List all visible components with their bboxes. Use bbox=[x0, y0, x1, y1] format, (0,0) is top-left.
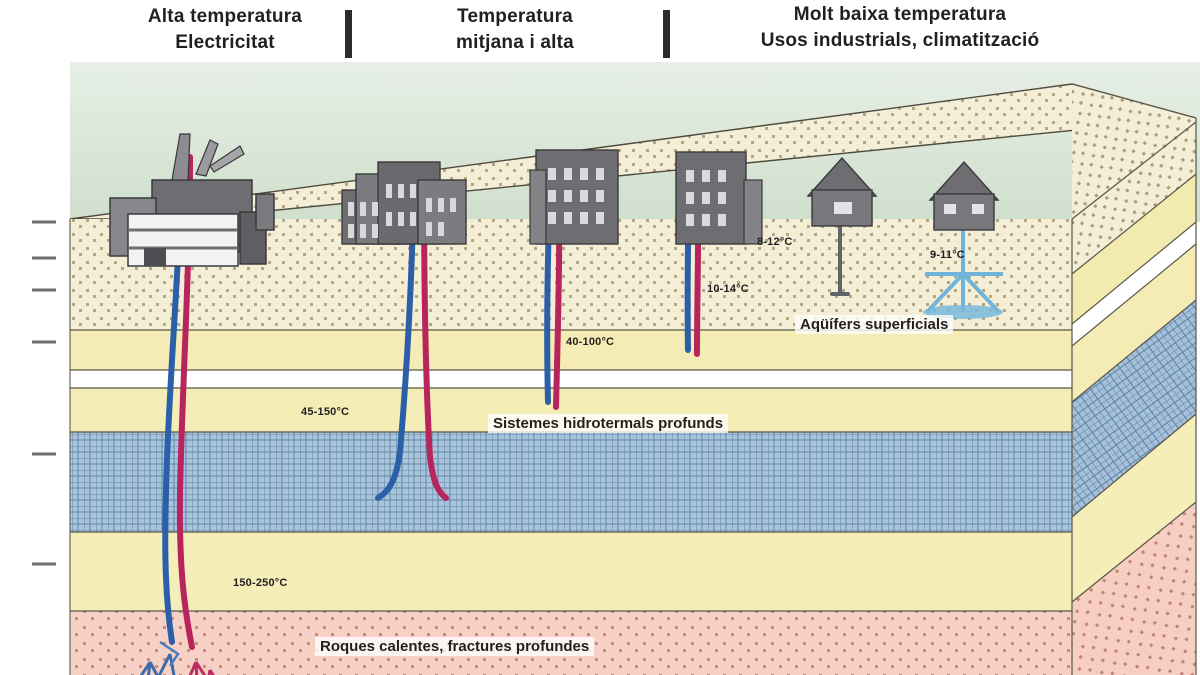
temperature-label-shallow-house-vertical: 8-12°C bbox=[757, 236, 793, 248]
temperature-label-hot-rock: 150-250°C bbox=[233, 577, 288, 589]
header-line-1: Molt baixa temperatura bbox=[793, 4, 1007, 25]
header-column-medium-temperature: Temperatura mitjana i alta bbox=[400, 4, 630, 56]
header-line-1: Temperatura bbox=[457, 6, 573, 27]
layer-label-aquifer: Aqüífers superficials bbox=[795, 315, 954, 334]
layer-label-hot-rocks: Roques calentes, fractures profundes bbox=[315, 637, 595, 656]
header-column-very-low-temperature: Molt baixa temperatura Usos industrials,… bbox=[690, 2, 1110, 54]
header-line-1: Alta temperatura bbox=[147, 6, 303, 27]
industrial-building-icon bbox=[529, 149, 619, 245]
layer-label-hydrothermal: Sistemes hidrotermals profunds bbox=[488, 414, 729, 433]
industrial-building-icon bbox=[675, 151, 763, 245]
house-icon bbox=[928, 160, 1000, 231]
header-line-2: Electricitat bbox=[175, 32, 275, 53]
temperature-label-shallow-house-horizontal: 9-11°C bbox=[930, 249, 965, 261]
temperature-label-shallow-building: 10-14°C bbox=[707, 283, 749, 295]
header-divider-2 bbox=[663, 10, 670, 58]
well-industrial-deep bbox=[375, 177, 449, 501]
geological-block-diagram bbox=[0, 62, 1200, 675]
header-legend: Alta temperatura Electricitat Temperatur… bbox=[0, 0, 1200, 80]
header-divider-1 bbox=[345, 10, 352, 58]
temperature-label-deep-hydrothermal: 45-150°C bbox=[301, 406, 350, 418]
temperature-label-mid-building: 40-100°C bbox=[566, 336, 615, 348]
house-icon bbox=[806, 156, 878, 227]
right-side-face bbox=[1071, 83, 1197, 675]
power-plant-icon bbox=[109, 133, 275, 267]
front-face-layers bbox=[70, 219, 1072, 675]
header-line-2: Usos industrials, climatització bbox=[760, 30, 1040, 51]
depth-axis-ticks bbox=[32, 220, 56, 566]
fracture-zone-icon bbox=[139, 640, 215, 675]
industrial-building-icon bbox=[341, 161, 467, 245]
header-column-high-temperature: Alta temperatura Electricitat bbox=[90, 4, 360, 56]
header-line-2: mitjana i alta bbox=[456, 32, 574, 53]
